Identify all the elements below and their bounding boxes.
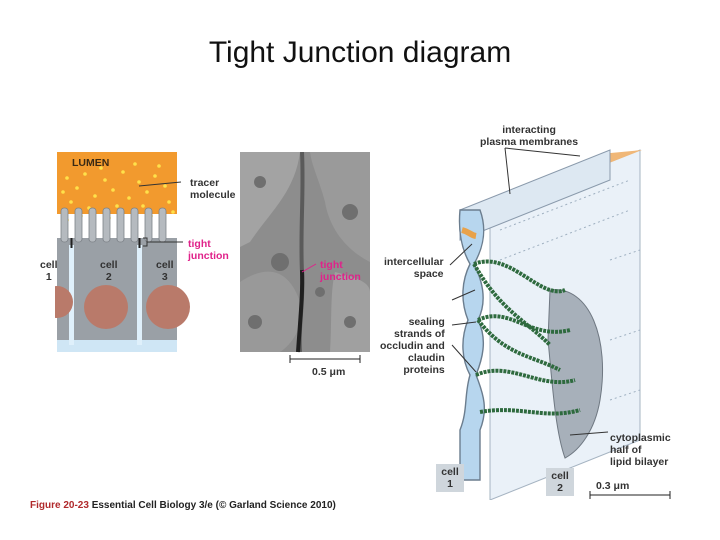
cell-3-label-a: cell 3 [156, 259, 174, 283]
lumen-label: LUMEN [72, 157, 110, 169]
tight-junction-label-b: tight junction [320, 259, 361, 283]
cell-1-label-a: cell 1 [40, 259, 58, 283]
figure-caption: Figure 20-23 Essential Cell Biology 3/e … [30, 500, 336, 511]
intercellular-space-label: intercellular space [384, 256, 444, 280]
sealing-strands-label: sealing strands of occludin and claudin … [380, 316, 445, 376]
cell-2-label-c: cell 2 [546, 468, 574, 496]
tracer-label: tracer molecule [190, 177, 236, 201]
tight-junction-label-a: tight junction [188, 238, 229, 262]
nucleus-2 [84, 285, 128, 329]
page-title: Tight Junction diagram [208, 36, 512, 69]
electron-micrograph [240, 152, 370, 363]
membrane-3d-model [449, 147, 671, 500]
nucleus-3 [146, 285, 190, 329]
cell-1-label-c: cell 1 [436, 464, 464, 492]
lipid-bilayer-label: cytoplasmic half of lipid bilayer [610, 432, 671, 468]
scale-bar-b-label: 0.5 μm [312, 366, 346, 378]
nucleus-1 [55, 286, 73, 318]
interacting-membranes-label: interacting plasma membranes [480, 124, 579, 148]
scale-bar-c-label: 0.3 μm [596, 480, 630, 492]
cell-2-label-a: cell 2 [100, 259, 118, 283]
lumen-area [57, 152, 177, 214]
epithelium-schematic [55, 152, 190, 352]
